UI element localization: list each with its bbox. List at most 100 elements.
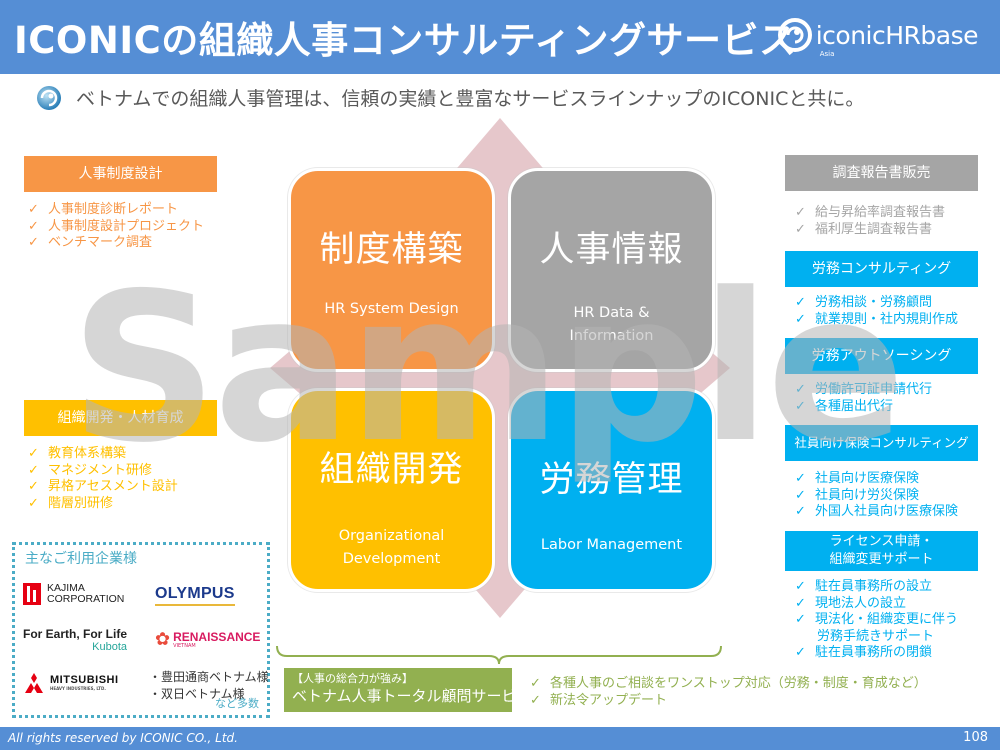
total-service-box: 【人事の総合力が強み】 ベトナム人事トータル顧問サービス <box>284 668 532 712</box>
section-header-insurance-consulting: 社員向け保険コンサルティング <box>785 425 978 461</box>
total-service-title: ベトナム人事トータル顧問サービス <box>292 687 532 705</box>
renaissance-mark-icon: ✿ <box>155 629 171 650</box>
renaissance-name: RENAISSANCE <box>173 629 261 644</box>
page-title: ICONICの組織人事コンサルティングサービス <box>14 19 797 62</box>
list-item: ✓新法令アップデート <box>530 692 668 708</box>
list-item: ✓人事制度設計プロジェクト <box>28 218 205 234</box>
quadrant-hr-data: 人事情報 HR Data & Information <box>508 168 715 372</box>
list-item: ✓現法化・組織変更に伴う <box>795 612 959 627</box>
kubota-name: Kubota <box>92 641 128 653</box>
list-item: ✓昇格アセスメント設計 <box>28 479 178 494</box>
list-item: ✓駐在員事務所の閉鎖 <box>795 645 933 660</box>
kajima-logo: KAJIMA CORPORATION <box>23 583 124 605</box>
list-item: ✓労務相談・労務顧問 <box>795 295 933 310</box>
brand-name: iconicHRbase <box>815 20 979 50</box>
hr-system-list: ✓人事制度診断レポート ✓人事制度設計プロジェクト ✓ベンチマーク調査 <box>28 202 204 252</box>
list-item: ✓教育体系構築 <box>28 446 127 461</box>
check-icon: ✓ <box>795 595 806 611</box>
section-header-labor-consulting: 労務コンサルティング <box>785 251 978 287</box>
list-item-continued: 労務手続きサポート <box>817 628 935 644</box>
list-item: ✓外国人社員向け医療保険 <box>795 504 959 519</box>
list-item: ✓現地法人の設立 <box>795 595 907 611</box>
list-item: ✓各種人事のご相談をワンストップ対応（労務・制度・育成など） <box>530 676 927 691</box>
kajima-corp: CORPORATION <box>47 593 125 605</box>
list-item: ✓労働許可証申請代行 <box>795 382 933 397</box>
quadrant-subtitle: HR System Design <box>324 301 459 317</box>
list-item: ✓社員向け医療保険 <box>795 471 920 486</box>
quadrant-subtitle-line: Information <box>569 328 654 344</box>
quadrant-title: 制度構築 <box>319 230 464 270</box>
quadrant-subtitle-line: Development <box>342 551 441 567</box>
section-header-line: 組織変更サポート <box>829 552 934 567</box>
clients-title: 主なご利用企業様 <box>25 551 137 567</box>
list-item: ✓階層別研修 <box>28 495 114 511</box>
list-item: ✓社員向け労災保険 <box>795 487 920 503</box>
mitsubishi-name: MITSUBISHI <box>50 674 119 686</box>
quadrant-labor-management: 労務管理 Labor Management <box>508 388 715 592</box>
check-icon: ✓ <box>795 221 806 237</box>
clients-box: 主なご利用企業様 KAJIMA CORPORATION OLYMPUS For … <box>12 542 270 718</box>
check-icon: ✓ <box>530 676 541 691</box>
check-icon: ✓ <box>795 471 806 486</box>
iconic-globe-logo-icon <box>37 85 61 110</box>
check-icon: ✓ <box>795 311 806 327</box>
check-icon: ✓ <box>28 446 39 461</box>
check-icon: ✓ <box>795 205 806 220</box>
license-support-list: ✓駐在員事務所の設立 ✓現地法人の設立 ✓現法化・組織変更に伴う 労務手続きサポ… <box>795 579 958 662</box>
list-item: ✓人事制度診断レポート <box>28 202 179 217</box>
check-icon: ✓ <box>795 579 806 594</box>
total-service-list: ✓各種人事のご相談をワンストップ対応（労務・制度・育成など） ✓新法令アップデー… <box>530 676 927 709</box>
brand-logo: iconicHRbase Asia <box>777 18 979 58</box>
section-header-hr-system: 人事制度設計 <box>24 156 217 192</box>
quadrant-subtitle-line: Organizational <box>338 528 445 544</box>
section-header-line: ライセンス申請・ <box>829 534 934 549</box>
section-header-org-dev: 組織開発・人材育成 <box>24 400 217 436</box>
check-icon: ✓ <box>28 479 39 494</box>
subtitle-text: ベトナムでの組織人事管理は、信頼の実績と豊富なサービスラインナップのICONIC… <box>76 88 865 110</box>
renaissance-logo: ✿ RENAISSANCE VIETNAM <box>155 629 260 650</box>
header-bar: ICONICの組織人事コンサルティングサービス iconicHRbase Asi… <box>0 0 1000 74</box>
mitsubishi-logo: MITSUBISHI HEAVY INDUSTRIES, LTD. <box>23 673 119 693</box>
footer-bar: All rights reserved by ICONIC CO., Ltd. … <box>0 727 1000 750</box>
clients-etc: など多数 <box>215 697 259 710</box>
check-icon: ✓ <box>795 612 806 627</box>
curly-brace-shape <box>276 645 722 665</box>
quadrant-title: 労務管理 <box>539 460 684 500</box>
list-item: ✓マネジメント研修 <box>28 462 153 478</box>
section-header-license-support: ライセンス申請・ 組織変更サポート <box>785 531 978 571</box>
list-item: ✓就業規則・社内規則作成 <box>795 311 959 327</box>
check-icon: ✓ <box>795 504 806 519</box>
quadrant-org-development: 組織開発 Organizational Development <box>288 388 495 592</box>
check-icon: ✓ <box>28 462 39 478</box>
check-icon: ✓ <box>28 495 39 511</box>
total-service-tag: 【人事の総合力が強み】 <box>292 672 413 685</box>
quadrant-title: 組織開発 <box>319 450 464 490</box>
quadrant-hr-system-design: 制度構築 HR System Design <box>288 168 495 372</box>
client-name: ・双日ベトナム様 <box>149 687 245 701</box>
check-icon: ✓ <box>795 295 806 310</box>
check-icon: ✓ <box>28 218 39 234</box>
renaissance-sub: VIETNAM <box>173 642 196 649</box>
list-item: ✓ベンチマーク調査 <box>28 235 153 250</box>
check-icon: ✓ <box>530 692 541 708</box>
list-item: ✓駐在員事務所の設立 <box>795 579 933 594</box>
list-item: ✓各種届出代行 <box>795 398 894 414</box>
section-header-research-reports: 調査報告書販売 <box>785 155 978 191</box>
insurance-consulting-list: ✓社員向け医療保険 ✓社員向け労災保険 ✓外国人社員向け医療保険 <box>795 471 958 521</box>
kajima-mark-icon <box>23 583 41 605</box>
other-clients: ・豊田通商ベトナム様 ・双日ベトナム様 <box>149 669 269 703</box>
kubota-logo: For Earth, For Life Kubota <box>23 627 127 653</box>
olympus-logo: OLYMPUS <box>155 585 235 606</box>
kajima-name: KAJIMA <box>47 582 85 594</box>
iconic-swirl-logo-icon <box>777 18 812 52</box>
mitsubishi-diamonds-icon <box>25 673 43 693</box>
copyright: All rights reserved by ICONIC CO., Ltd. <box>8 731 238 745</box>
kubota-tagline: For Earth, For Life <box>23 627 128 641</box>
mitsubishi-sub: HEAVY INDUSTRIES, LTD. <box>50 686 106 691</box>
check-icon: ✓ <box>795 382 806 397</box>
client-name: ・豊田通商ベトナム様 <box>149 670 269 684</box>
quadrant-subtitle-line: HR Data & <box>573 305 650 321</box>
quadrant-subtitle: HR Data & Information <box>511 302 712 348</box>
quadrant-subtitle: Labor Management <box>540 537 683 553</box>
quadrant-title: 人事情報 <box>539 230 684 270</box>
